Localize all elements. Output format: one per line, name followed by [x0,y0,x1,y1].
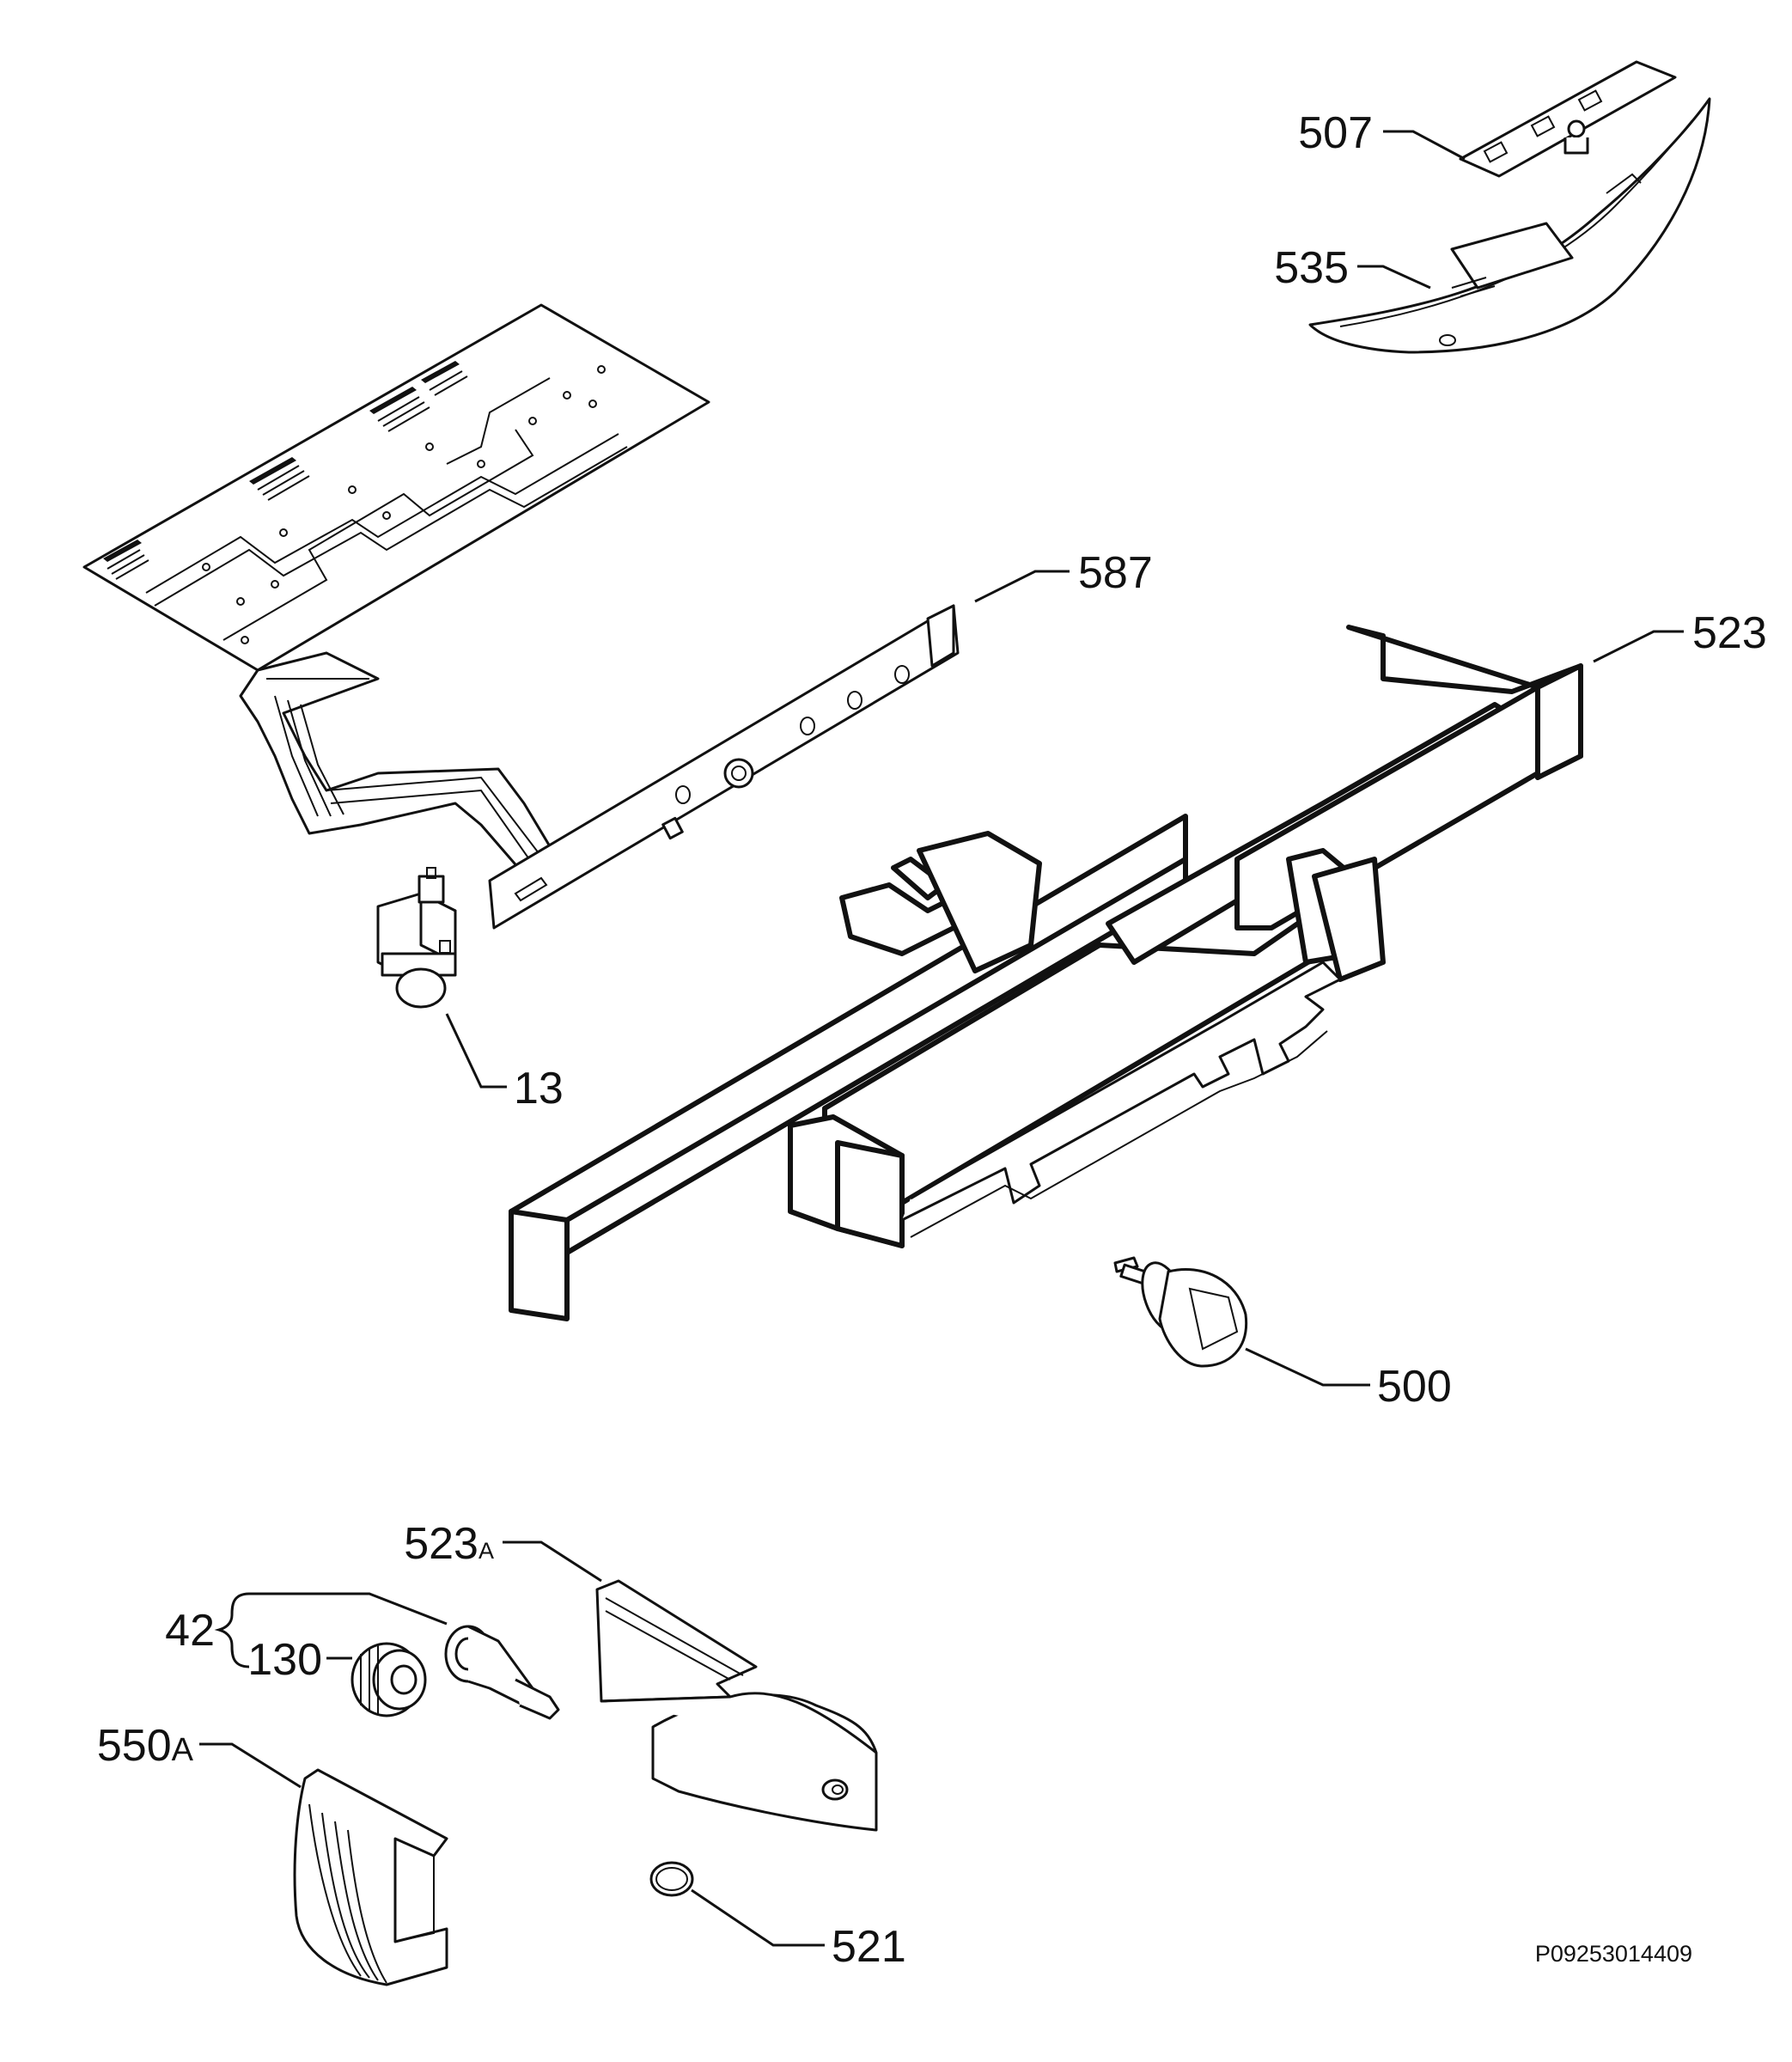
leader-42 [249,1592,448,1626]
leader-lines [199,130,1684,1947]
callout-130: 130 [247,1635,322,1685]
part-130-roller [350,1642,427,1717]
part-42-bushing [444,1625,560,1720]
callout-13: 13 [514,1064,564,1113]
leader-507 [1383,130,1466,161]
callout-523: 523 [1692,608,1767,658]
part-587-key-strip [488,604,960,930]
callout-500: 500 [1377,1362,1452,1412]
control-pcb [82,303,960,930]
callout-507: 507 [1298,108,1373,158]
part-550A-corner-cap [293,1768,448,1986]
part-535-trim [1308,97,1711,354]
callout-521: 521 [832,1922,906,1972]
callout-523A: 523A [404,1519,494,1569]
leader-521 [691,1888,825,1947]
ribbon-cable [239,651,564,891]
part-523-frame [509,625,1583,1321]
brace-42 [214,1592,250,1669]
leader-523 [1593,630,1684,663]
leader-587 [974,570,1070,603]
callout-535: 535 [1274,243,1349,293]
pcb-connector-pads [103,361,468,580]
callout-42: 42 [165,1606,215,1656]
pcb-vias [202,365,606,644]
leader-500 [1245,1347,1370,1387]
callout-labels: 507 535 587 523 13 500 523A 42 130 550A … [97,108,1767,1972]
part-500-knob [1113,1256,1248,1368]
leader-13 [445,1013,507,1089]
part-523A-cap [595,1579,878,1832]
leader-550A [199,1742,302,1789]
callout-587: 587 [1078,548,1153,598]
drawing-number: P09253014409 [1535,1941,1692,1967]
leader-535 [1357,265,1431,290]
part-521-o-ring [649,1861,694,1897]
part-13-holder [376,867,457,1009]
callout-550A: 550A [97,1721,194,1771]
part-507-strip [1459,60,1677,178]
leader-523A [503,1540,602,1583]
